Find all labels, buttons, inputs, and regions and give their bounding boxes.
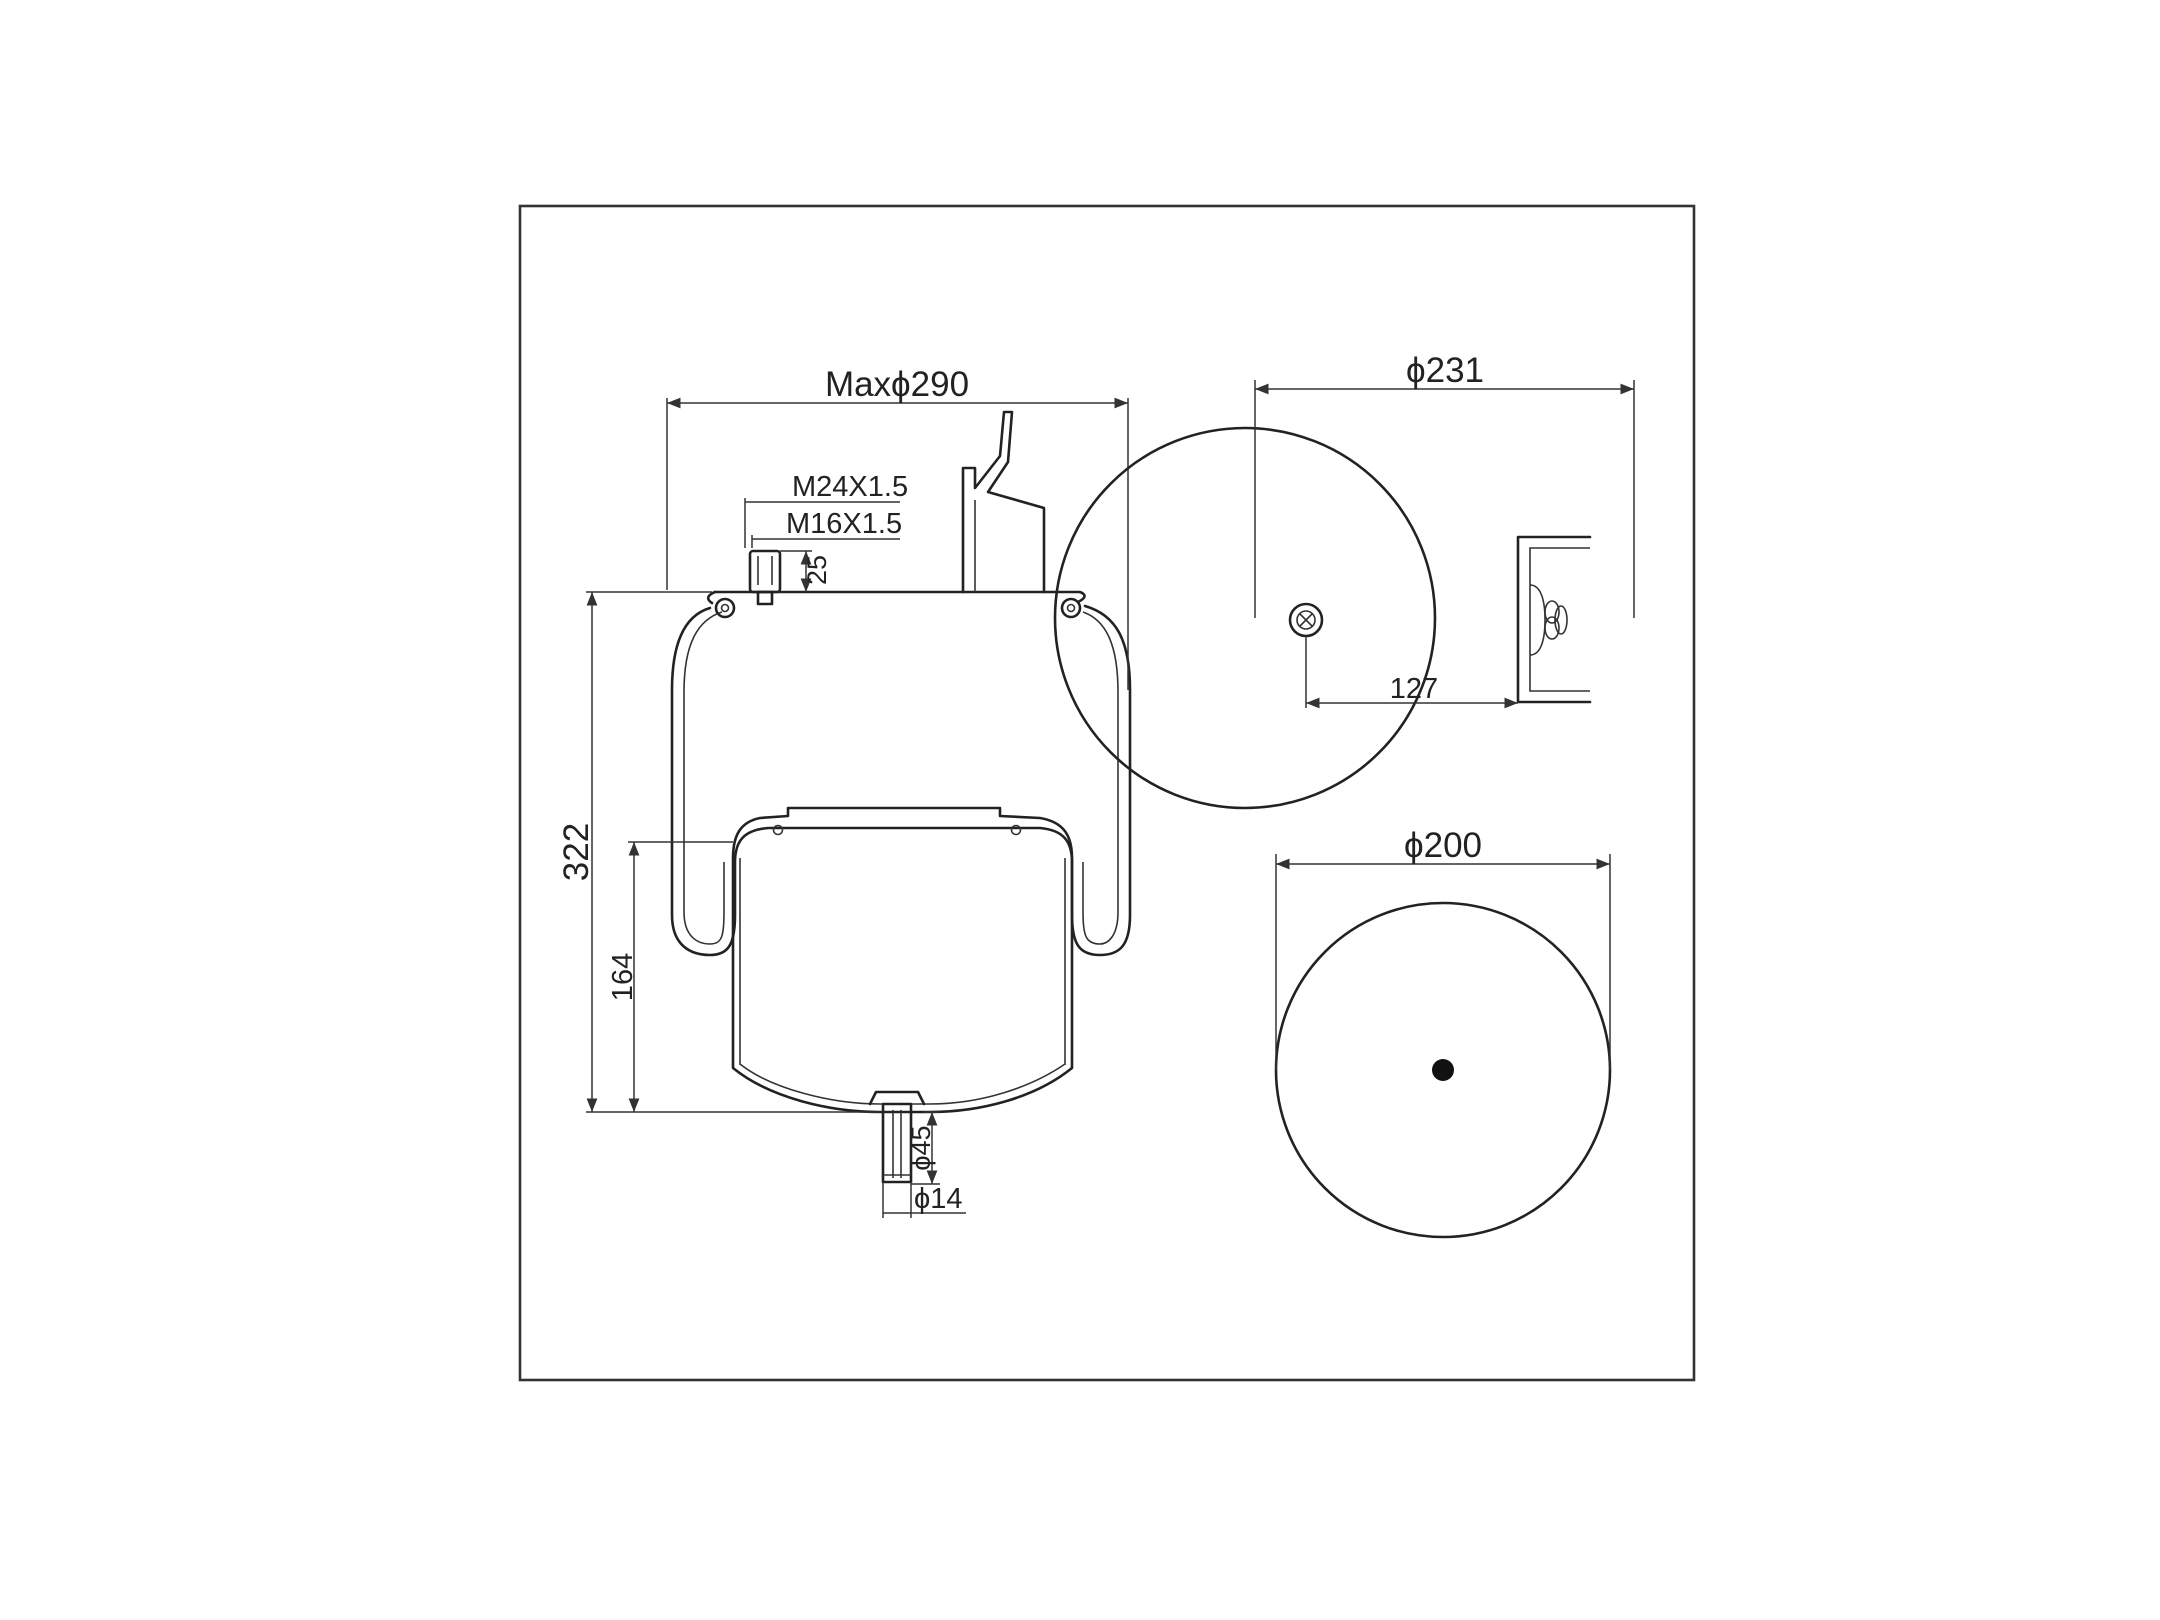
label-top-diameter: ϕ231 [1406, 351, 1484, 390]
top-plate [713, 590, 1086, 604]
label-max-diameter: Maxϕ290 [825, 365, 969, 404]
label-total-height: 322 [557, 823, 596, 881]
top-view: ϕ231 127 [1053, 351, 1635, 810]
air-fitting [748, 549, 782, 594]
bellow-inner [683, 611, 725, 945]
label-thread-inner: M16X1.5 [786, 508, 902, 540]
top-view-bracket [1516, 535, 1592, 704]
bellow-outer [670, 604, 1132, 957]
label-thread-outer: M24X1.5 [792, 471, 908, 503]
label-bottom-diameter: ϕ200 [1404, 826, 1482, 865]
side-view: Maxϕ290 M24X1.5 M16X1.5 25 322 164 ϕ45 ϕ… [557, 365, 1132, 1218]
bottom-view: ϕ200 [1274, 826, 1612, 1239]
label-stud-height: 25 [802, 555, 832, 585]
label-offset: 127 [1390, 673, 1438, 705]
piston [731, 806, 1074, 1114]
mounting-bracket [961, 410, 1046, 594]
label-bolt-diameter-outer: ϕ45 [906, 1125, 936, 1170]
bead-left [714, 597, 736, 619]
bottom-bolt [868, 1090, 926, 1106]
bead-right [1060, 597, 1082, 619]
label-bolt-diameter-inner: ϕ14 [914, 1183, 963, 1215]
label-piston-height: 164 [607, 953, 639, 1001]
drawing-frame [518, 204, 1696, 1382]
top-plate-circle [1053, 426, 1437, 810]
center-hole [1432, 1059, 1454, 1081]
